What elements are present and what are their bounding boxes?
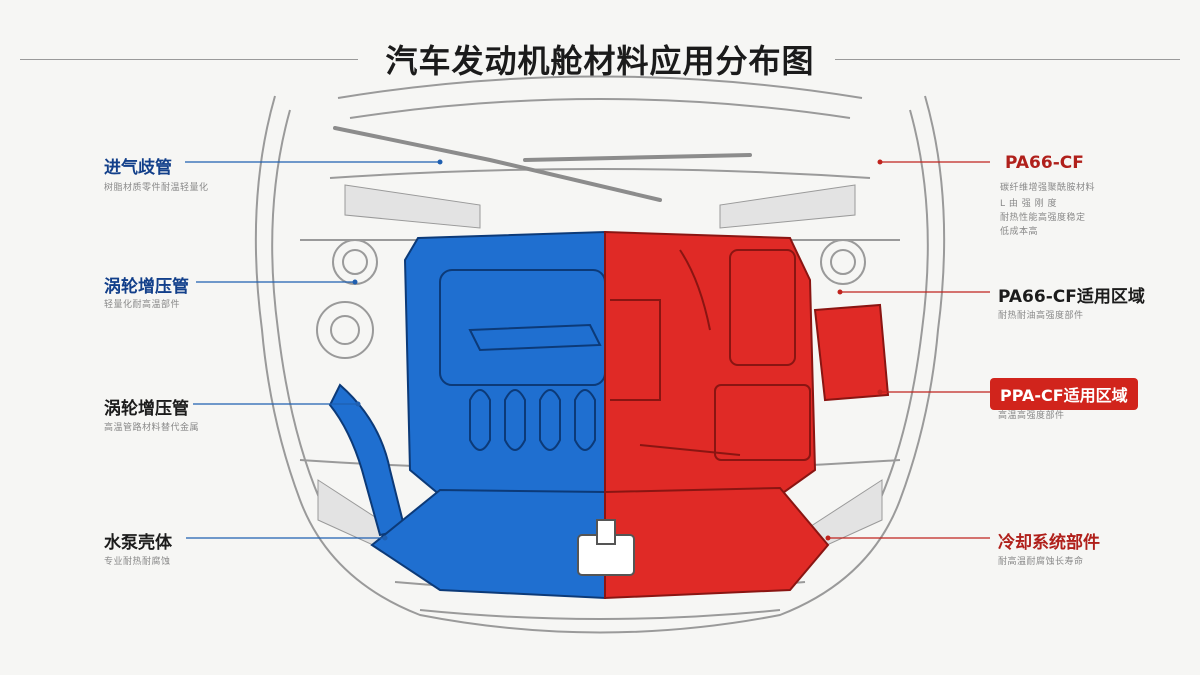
- right-sub-pa66-cf-1: 碳纤维增强聚酰胺材料: [1000, 183, 1096, 193]
- right-sub-pa66-cf-zone: 耐热耐油高强度部件: [998, 311, 1084, 321]
- right-label-pa66-cf: PA66-CF: [1005, 153, 1084, 173]
- left-leader-lines: [185, 161, 440, 539]
- engine-red-half: [604, 230, 890, 600]
- title-rule-left: [20, 59, 358, 60]
- left-label-turbo-pipe-2: 涡轮增压管: [104, 399, 189, 419]
- engine-red-details: [610, 249, 811, 461]
- left-label-intake-manifold: 进气歧管: [104, 158, 172, 178]
- title-rule-right: [835, 59, 1180, 60]
- left-leader-dots: [352, 159, 443, 541]
- right-label-pa66-cf-zone: PA66-CF适用区域: [998, 287, 1145, 307]
- right-sub-pa66-cf-2: L 由 强 刚 度: [1000, 199, 1057, 209]
- page-title: 汽车发动机舱材料应用分布图: [385, 42, 815, 80]
- hood-latch: [577, 519, 635, 576]
- wipers: [333, 126, 752, 202]
- right-badge-ppa-cf-zone: PPA-CF适用区域: [990, 378, 1138, 410]
- right-sub-pa66-cf-4: 低成本高: [1000, 227, 1039, 237]
- left-sub-turbo-pipe-2: 高温管路材料替代金属: [104, 423, 200, 433]
- right-leader-lines: [828, 161, 990, 539]
- left-sub-water-pump-housing: 专业耐热耐腐蚀: [104, 557, 171, 567]
- right-leader-dots: [825, 159, 883, 541]
- left-label-water-pump-housing: 水泵壳体: [104, 533, 172, 553]
- right-sub-pa66-cf-3: 耐热性能高强度稳定: [1000, 213, 1086, 223]
- right-label-cooling-parts: 冷却系统部件: [998, 533, 1100, 553]
- right-sub-ppa-cf-zone: 高温高强度部件: [998, 411, 1065, 421]
- left-sub-intake-manifold: 树脂材质零件耐温轻量化: [104, 183, 209, 193]
- right-sub-cooling-parts: 耐高温耐腐蚀长寿命: [998, 557, 1084, 567]
- left-label-turbo-pipe-1: 涡轮增压管: [104, 277, 189, 297]
- left-sub-turbo-pipe-1: 轻量化耐高温部件: [104, 300, 181, 310]
- cowl-grille: [317, 184, 883, 556]
- engine-blue-half: [328, 230, 606, 600]
